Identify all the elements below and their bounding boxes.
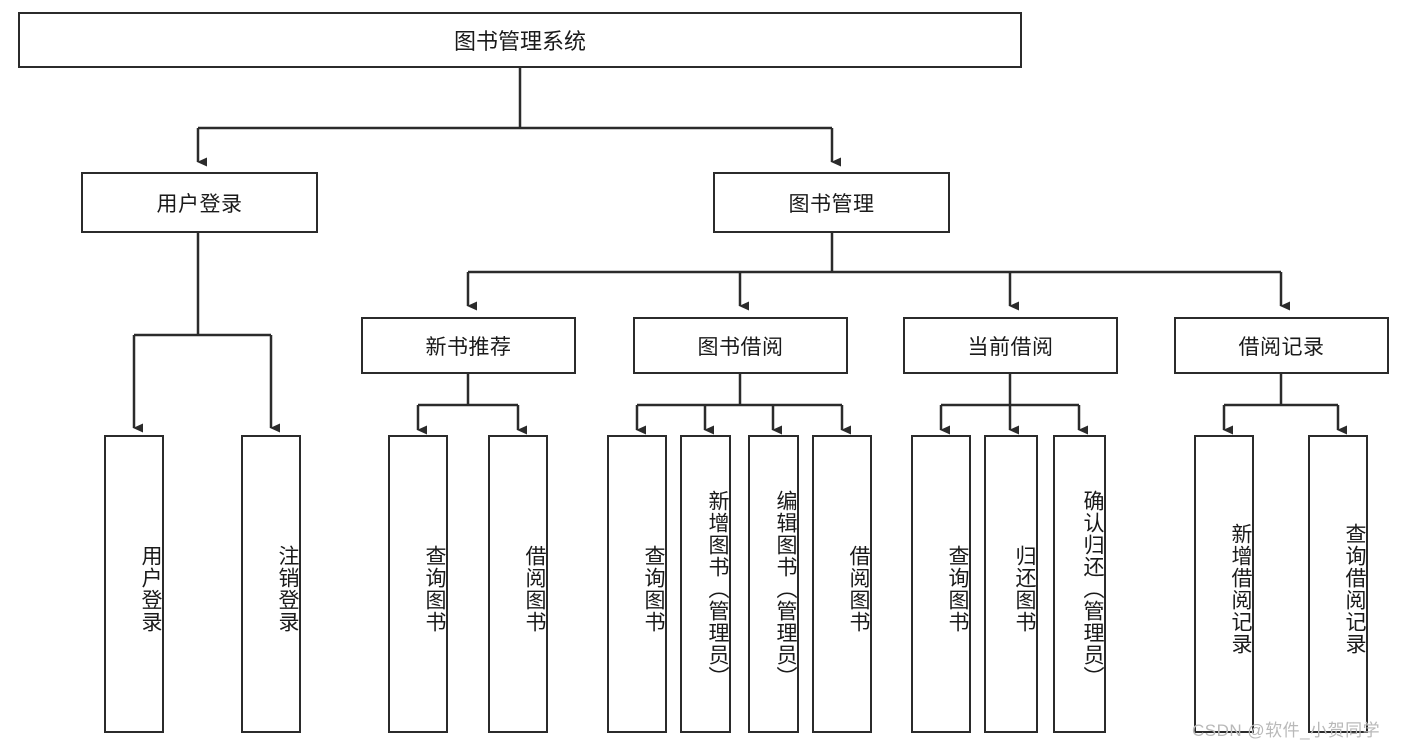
leaf-confirm-return[interactable]: 确认归还（管理员） [1053,435,1106,733]
watermark-text: CSDN @软件_小贺同学 [1192,721,1381,740]
leaf-query-record[interactable]: 查询借阅记录 [1308,435,1368,733]
leaf-label: 编辑图书（管理员） [774,490,797,688]
node-borrow-record[interactable]: 借阅记录 [1174,317,1389,374]
leaf-user-login[interactable]: 用户登录 [104,435,164,733]
leaf-label: 确认归还（管理员） [1081,490,1104,688]
leaf-borrow-book-1[interactable]: 借阅图书 [488,435,548,733]
leaf-label: 查询图书 [423,545,446,633]
node-root[interactable]: 图书管理系统 [18,12,1022,68]
node-current-borrow[interactable]: 当前借阅 [903,317,1118,374]
leaf-query-book-2[interactable]: 查询图书 [607,435,667,733]
leaf-query-book-1[interactable]: 查询图书 [388,435,448,733]
leaf-label: 查询图书 [946,545,969,633]
leaf-borrow-book-2[interactable]: 借阅图书 [812,435,872,733]
leaf-logout[interactable]: 注销登录 [241,435,301,733]
node-book-borrow[interactable]: 图书借阅 [633,317,848,374]
leaf-label: 查询借阅记录 [1343,523,1366,655]
leaf-add-record[interactable]: 新增借阅记录 [1194,435,1254,733]
node-book-manage[interactable]: 图书管理 [713,172,950,233]
leaf-label: 借阅图书 [847,545,870,633]
node-user-login[interactable]: 用户登录 [81,172,318,233]
leaf-query-book-3[interactable]: 查询图书 [911,435,971,733]
leaf-label: 归还图书 [1013,545,1036,633]
node-new-book-recommend[interactable]: 新书推荐 [361,317,576,374]
leaf-label: 用户登录 [139,545,162,633]
leaf-label: 新增图书（管理员） [706,490,729,688]
leaf-add-book[interactable]: 新增图书（管理员） [680,435,731,733]
leaf-edit-book[interactable]: 编辑图书（管理员） [748,435,799,733]
leaf-label: 查询图书 [642,545,665,633]
leaf-label: 新增借阅记录 [1229,523,1252,655]
leaf-label: 借阅图书 [523,545,546,633]
leaf-return-book[interactable]: 归还图书 [984,435,1038,733]
leaf-label: 注销登录 [276,545,299,633]
